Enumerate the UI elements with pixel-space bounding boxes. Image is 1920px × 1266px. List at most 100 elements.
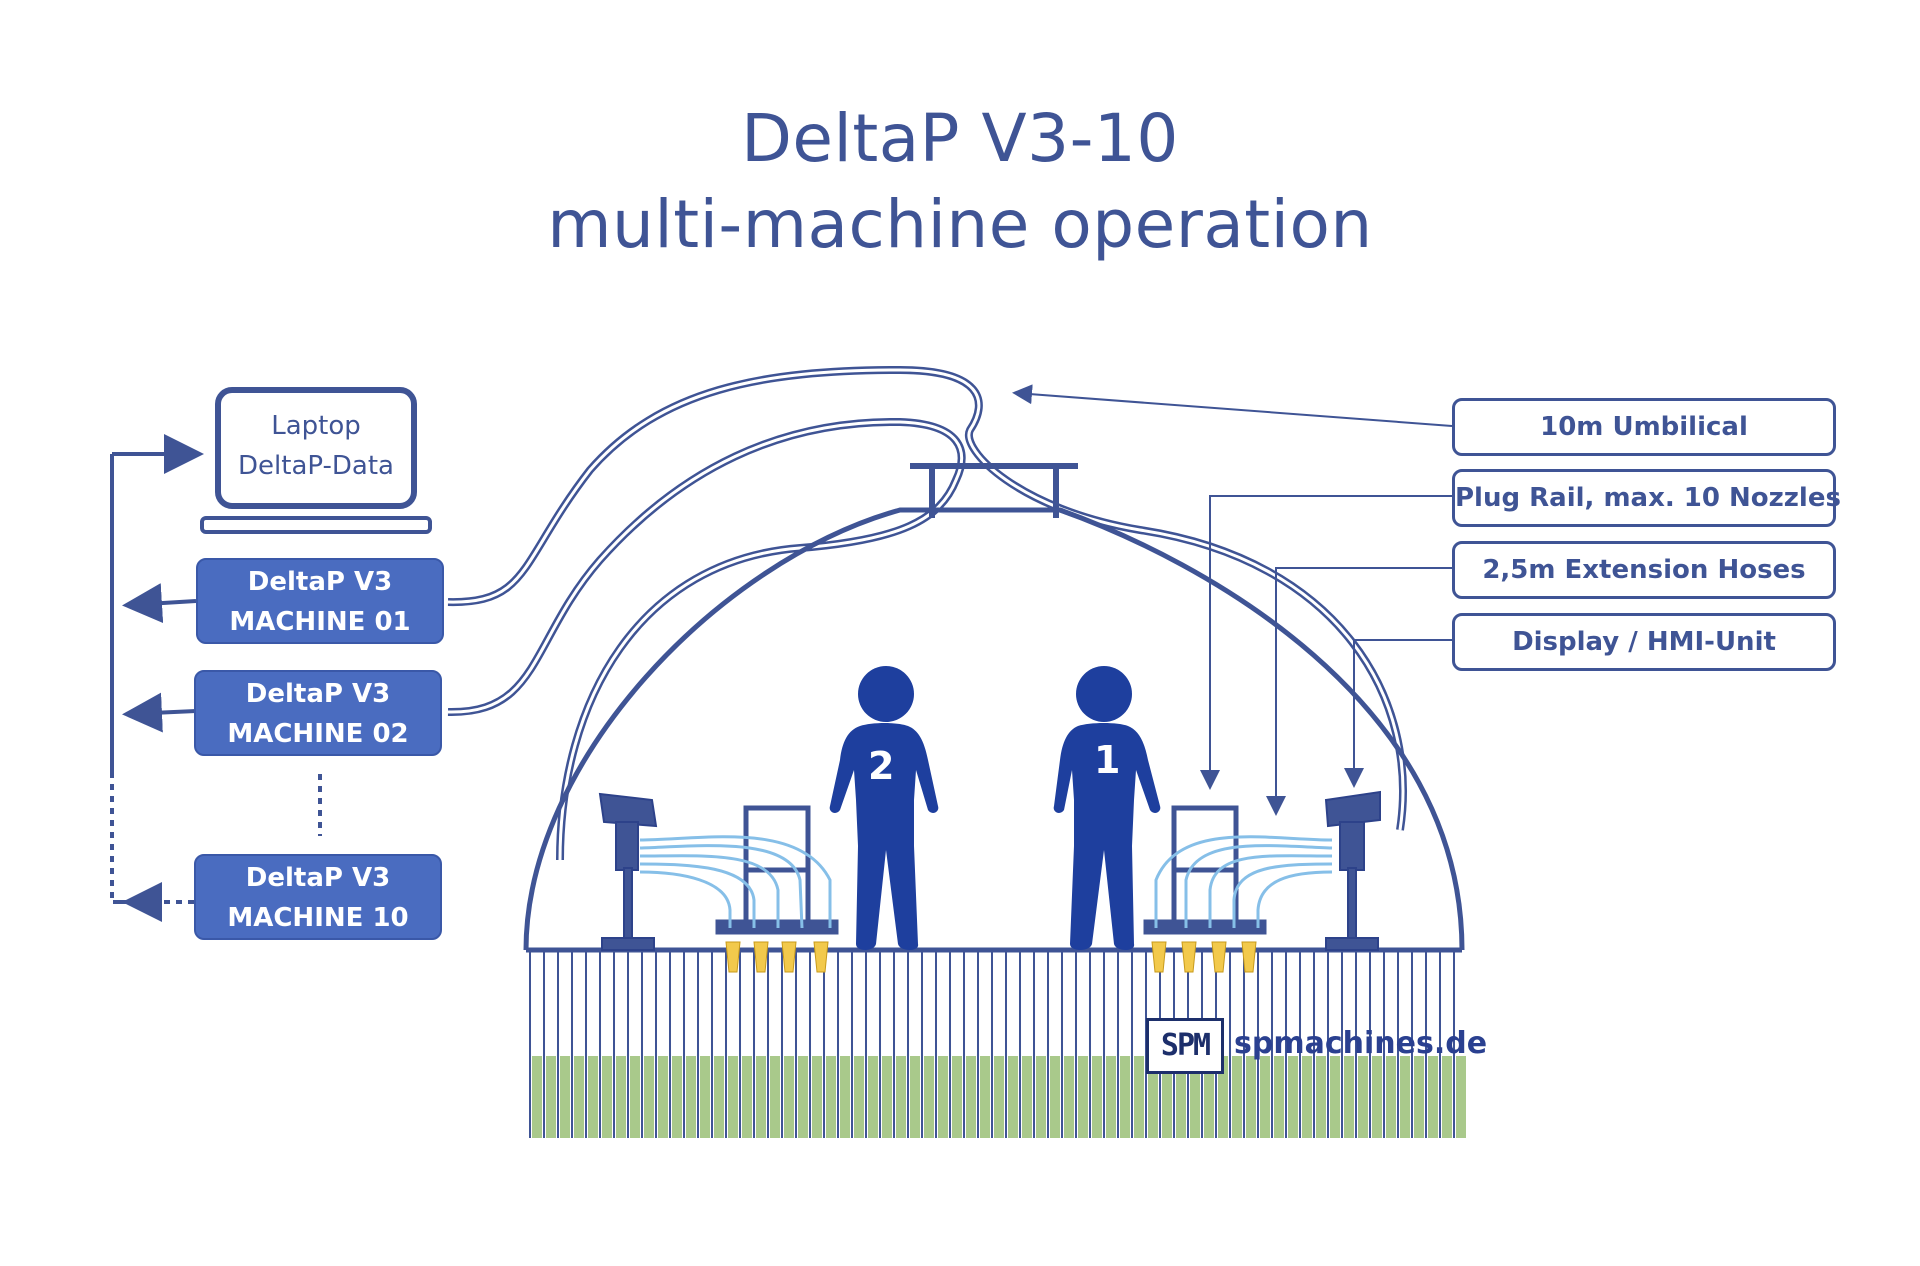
core-slot-fill — [630, 1056, 640, 1138]
core-slot-fill — [784, 1056, 794, 1138]
laptop-label-line1: Laptop — [271, 411, 361, 441]
pool-dome — [523, 463, 1465, 953]
callout-arrows — [1012, 384, 1453, 816]
display-hmi-unit-right — [1324, 790, 1381, 951]
machine-02-line1: DeltaP V3 — [245, 679, 391, 709]
machine-01-box: DeltaP V3 MACHINE 01 — [196, 558, 444, 644]
machine-02-line2: MACHINE 02 — [227, 719, 409, 749]
operator-1-figure — [1053, 666, 1161, 950]
display-hmi-unit-left — [598, 792, 658, 951]
machine-01-line1: DeltaP V3 — [247, 567, 393, 597]
core-slot-fill — [644, 1056, 654, 1138]
core-slot-fill — [1008, 1056, 1018, 1138]
callout-display-hmi: Display / HMI-Unit — [1452, 613, 1836, 671]
core-slot-fill — [1330, 1056, 1340, 1138]
diagram-title-line2: multi-machine operation — [547, 186, 1373, 263]
core-slot-fill — [1344, 1056, 1354, 1138]
core-slot-fill — [798, 1056, 808, 1138]
core-slot-fill — [728, 1056, 738, 1138]
core-slot-fill — [896, 1056, 906, 1138]
core-slot-fill — [588, 1056, 598, 1138]
core-slot-fill — [938, 1056, 948, 1138]
core-slot-fill — [1400, 1056, 1410, 1138]
core-slot-fill — [1372, 1056, 1382, 1138]
core-slot-fill — [1022, 1056, 1032, 1138]
core-slot-fill — [882, 1056, 892, 1138]
core-slot-fill — [966, 1056, 976, 1138]
core-slot-fill — [686, 1056, 696, 1138]
core-slot-fill — [840, 1056, 850, 1138]
core-slot-fill — [1442, 1056, 1452, 1138]
core-slot-fill — [1064, 1056, 1074, 1138]
core-slot-fill — [994, 1056, 1004, 1138]
core-slot-fill — [1176, 1056, 1186, 1138]
nozzles-right — [1151, 941, 1257, 973]
core-slot-fill — [1246, 1056, 1256, 1138]
core-slot-fill — [1120, 1056, 1130, 1138]
core-slot-fill — [1148, 1056, 1158, 1138]
core-slot-fill — [1302, 1056, 1312, 1138]
core-slot-fill — [658, 1056, 668, 1138]
core-slot-fill — [1036, 1056, 1046, 1138]
core-slot-fill — [1260, 1056, 1270, 1138]
core-slot-fill — [1134, 1056, 1144, 1138]
core-slot-fill — [602, 1056, 612, 1138]
core-slot-fill — [1092, 1056, 1102, 1138]
core-slot-fill — [910, 1056, 920, 1138]
core-slot-fill — [532, 1056, 542, 1138]
core-slot-fill — [868, 1056, 878, 1138]
core-slot-fill — [1288, 1056, 1298, 1138]
operator-1-number: 1 — [1094, 738, 1121, 782]
data-link-lines — [110, 434, 322, 922]
core-slot-fill — [1162, 1056, 1172, 1138]
core-slot-fill — [1414, 1056, 1424, 1138]
spm-website-text: spmachines.de — [1234, 1026, 1488, 1061]
spm-logo-badge: SPM — [1146, 1018, 1224, 1074]
core-slot-fill — [672, 1056, 682, 1138]
callout-extension-hoses: 2,5m Extension Hoses — [1452, 541, 1836, 599]
core-slot-fill — [546, 1056, 556, 1138]
laptop-label-line2: DeltaP-Data — [238, 451, 394, 481]
core-slot-fill — [952, 1056, 962, 1138]
core-slot-fill — [1456, 1056, 1466, 1138]
core-slot-fill — [700, 1056, 710, 1138]
core-slot-fill — [980, 1056, 990, 1138]
extension-hoses-right — [1154, 835, 1333, 928]
machine-10-box: DeltaP V3 MACHINE 10 — [194, 854, 442, 940]
core-slot-fill — [1386, 1056, 1396, 1138]
machine-01-line2: MACHINE 01 — [229, 607, 411, 637]
core-slot-fill — [1204, 1056, 1214, 1138]
callout-plug-rail: Plug Rail, max. 10 Nozzles — [1452, 469, 1841, 527]
laptop-icon — [200, 387, 432, 534]
reactor-core-grid — [529, 952, 1466, 1138]
machine-10-line1: DeltaP V3 — [245, 863, 391, 893]
core-slot-fill — [1274, 1056, 1284, 1138]
core-slot-fill — [1428, 1056, 1438, 1138]
core-slot-fill — [560, 1056, 570, 1138]
core-slot-fill — [1050, 1056, 1060, 1138]
core-slot-fill — [756, 1056, 766, 1138]
core-slot-fill — [854, 1056, 864, 1138]
core-slot-fill — [1078, 1056, 1088, 1138]
operator-2-number: 2 — [868, 744, 895, 788]
core-slot-fill — [1316, 1056, 1326, 1138]
nozzles-left — [725, 941, 829, 973]
machine-10-line2: MACHINE 10 — [227, 903, 409, 933]
extension-hoses-left — [639, 835, 832, 929]
core-slot-fill — [574, 1056, 584, 1138]
core-slot-fill — [1218, 1056, 1228, 1138]
core-slot-fill — [924, 1056, 934, 1138]
callout-umbilical: 10m Umbilical — [1452, 398, 1836, 456]
plug-rail-right — [1143, 805, 1267, 935]
core-slot-fill — [826, 1056, 836, 1138]
core-slot-fill — [812, 1056, 822, 1138]
core-slot-fill — [714, 1056, 724, 1138]
operator-2-figure — [829, 666, 939, 950]
core-slot-fill — [742, 1056, 752, 1138]
core-slot-fill — [1358, 1056, 1368, 1138]
core-slot-fill — [1232, 1056, 1242, 1138]
machine-02-box: DeltaP V3 MACHINE 02 — [194, 670, 442, 756]
core-slot-fill — [1106, 1056, 1116, 1138]
